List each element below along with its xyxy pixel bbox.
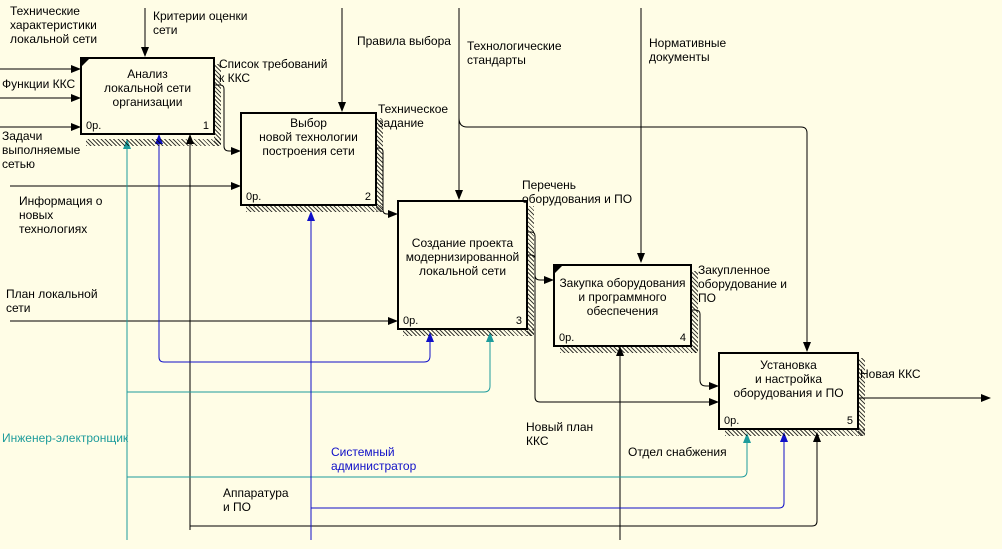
label-tech-chars: Технические характеристики локальной сет…: [10, 4, 98, 46]
arrow-sysadmin-box5: [311, 432, 788, 509]
label-new-plan: Новый план ККС: [526, 420, 594, 448]
activity-title: Установка и настройка оборудования и ПО: [733, 358, 844, 400]
activity-box-2[interactable]: Выбор новой технологии построения сети 0…: [240, 112, 377, 206]
activity-number: 4: [679, 332, 686, 344]
label-purchased: Закупленное оборудование и ПО: [698, 263, 787, 305]
label-tech-task: Техническое задание: [378, 102, 449, 130]
box-3-shadow: [403, 329, 534, 336]
activity-cost: 0р.: [403, 315, 419, 327]
activity-number: 5: [846, 415, 853, 427]
arrow-sysadmin-box3: [311, 332, 434, 363]
activity-box-5[interactable]: Установка и настройка оборудования и ПО …: [718, 352, 859, 430]
label-equipment-list: Перечень оборудования и ПО: [522, 178, 633, 206]
activity-number: 1: [202, 120, 209, 132]
box-3-shadow-side: [527, 206, 534, 336]
label-supply-dept: Отдел снабжения: [628, 445, 727, 459]
activity-box-3[interactable]: Создание проекта модернизированной локал…: [397, 200, 528, 330]
activity-box-1[interactable]: Анализ локальной сети организации 0р. 1: [80, 57, 215, 135]
corner-tick: [555, 266, 562, 273]
label-tasks: Задачи выполняемые сетью: [2, 129, 81, 171]
arrow-tech-standards-branch: [458, 117, 811, 352]
arrow-sysadmin-box1: [155, 134, 311, 363]
arrow-engineer-box5: [127, 433, 751, 478]
label-sysadmin: Системный администратор: [331, 445, 417, 473]
label-new-kks: Новая ККС: [860, 367, 921, 381]
activity-cost: 0р.: [724, 415, 740, 427]
activity-cost: 0р.: [86, 120, 102, 132]
label-tech-standards: Технологические стандарты: [467, 39, 562, 67]
activity-cost: 0р.: [559, 332, 575, 344]
box-2-shadow-side: [376, 118, 383, 212]
activity-number: 2: [364, 191, 371, 203]
box-1-shadow-side: [214, 64, 221, 146]
box-4-shadow-side: [691, 271, 698, 353]
box-4-shadow: [560, 346, 698, 353]
activity-title: Создание проекта модернизированной локал…: [405, 236, 520, 278]
label-hardware-sw: Аппаратура и ПО: [223, 486, 289, 514]
label-normative-docs: Нормативные документы: [649, 36, 727, 64]
box-2-shadow: [246, 205, 383, 212]
activity-cost: 0р.: [246, 191, 262, 203]
arrow-hardware-box5: [190, 432, 821, 527]
label-req-list: Список требований к ККС: [219, 57, 328, 85]
label-engineer: Инженер-электронщик: [2, 431, 129, 445]
arrow-engineer-box3: [127, 332, 494, 393]
label-network-plan: План локальной сети: [6, 287, 98, 315]
arrow-req-list: [214, 84, 241, 155]
label-new-tech-info: Информация о новых технологиях: [19, 194, 103, 236]
corner-tick: [82, 59, 89, 66]
box-5-shadow: [725, 429, 865, 436]
activity-title: Выбор новой технологии построения сети: [259, 116, 358, 158]
label-criteria: Критерии оценки сети: [153, 9, 248, 37]
label-selection-rules: Правила выбора: [357, 34, 451, 48]
box-1-shadow: [86, 139, 221, 146]
box-5-shadow-side: [858, 358, 865, 436]
activity-number: 3: [515, 315, 522, 327]
activity-title: Анализ локальной сети организации: [103, 67, 192, 109]
label-functions: Функции ККС: [2, 77, 76, 91]
activity-box-4[interactable]: Закупка оборудования и программного обес…: [553, 264, 692, 347]
activity-title: Закупка оборудования и программного обес…: [559, 276, 686, 318]
